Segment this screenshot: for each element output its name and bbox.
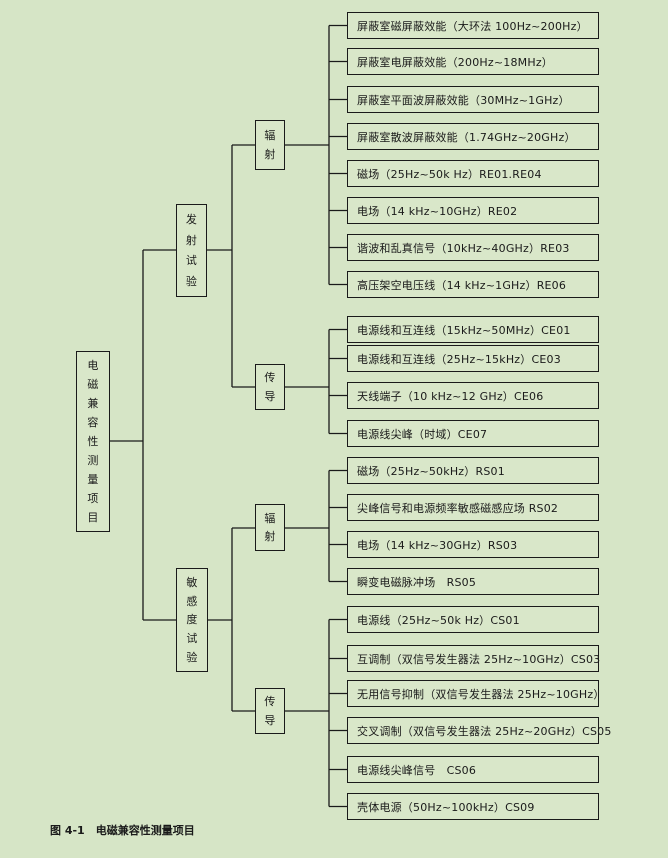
test-item: 互调制（双信号发生器法 25Hz~10GHz）CS03 — [347, 645, 600, 672]
test-item: 电源线（25Hz~50k Hz）CS01 — [347, 606, 599, 633]
node-label-char: 射 — [264, 530, 276, 544]
test-item: 高压架空电压线（14 kHz~1GHz）RE06 — [347, 271, 599, 298]
test-item: 电源线尖峰信号 CS06 — [347, 756, 599, 783]
node-label: 辐射 — [264, 505, 275, 550]
group-susceptibility-node: 敏感度试验 — [176, 568, 208, 672]
node-label-char: 性 — [87, 435, 99, 448]
node-label-char: 辐 — [264, 511, 276, 525]
sub-emission-radiated-node: 辐射 — [255, 120, 285, 170]
node-label-char: 感 — [186, 594, 198, 608]
node-label-char: 发 — [185, 213, 198, 227]
sub-susceptibility-radiated-node: 辐射 — [255, 504, 285, 551]
sub-emission-conducted-node: 传导 — [255, 364, 285, 410]
test-item: 谐波和乱真信号（10kHz~40GHz）RE03 — [347, 234, 599, 261]
group-emission-node: 发射试验 — [176, 204, 207, 297]
node-label-char: 测 — [87, 454, 99, 467]
test-item: 尖峰信号和电源频率敏感磁感应场 RS02 — [347, 494, 599, 521]
root-node: 电磁兼容性测量项目 — [76, 351, 110, 532]
node-label-char: 量 — [87, 473, 99, 486]
test-item: 电源线尖峰（时域）CE07 — [347, 420, 599, 447]
node-label-char: 射 — [185, 233, 198, 247]
node-label-char: 验 — [185, 274, 198, 288]
test-item: 电源线和互连线（25Hz~15kHz）CE03 — [347, 345, 599, 372]
figure-caption: 图 4-1 电磁兼容性测量项目 — [50, 824, 195, 837]
node-label-char: 试 — [185, 254, 198, 268]
test-item: 交叉调制（双信号发生器法 25Hz~20GHz）CS05 — [347, 717, 611, 744]
node-label-char: 电 — [87, 359, 99, 372]
test-item: 壳体电源（50Hz~100kHz）CS09 — [347, 793, 599, 820]
node-label-char: 兼 — [87, 397, 99, 410]
node-label-char: 传 — [264, 695, 276, 709]
test-item: 屏蔽室磁屏蔽效能（大环法 100Hz~200Hz） — [347, 12, 599, 39]
node-label: 电磁兼容性测量项目 — [87, 352, 98, 531]
node-label: 传导 — [264, 365, 275, 409]
node-label: 发射试验 — [186, 205, 197, 296]
test-item: 电源线和互连线（15kHz~50MHz）CE01 — [347, 316, 599, 343]
node-label-char: 敏 — [186, 575, 198, 589]
node-label-char: 容 — [87, 416, 99, 429]
test-item: 屏蔽室电屏蔽效能（200Hz~18MHz） — [347, 48, 599, 75]
test-item: 磁场（25Hz~50k Hz）RE01.RE04 — [347, 160, 599, 187]
node-label-char: 度 — [186, 613, 198, 627]
test-item: 电场（14 kHz~10GHz）RE02 — [347, 197, 599, 224]
test-item: 磁场（25Hz~50kHz）RS01 — [347, 457, 599, 484]
test-item: 电场（14 kHz~30GHz）RS03 — [347, 531, 599, 558]
node-label-char: 传 — [264, 371, 276, 385]
test-item: 瞬变电磁脉冲场 RS05 — [347, 568, 599, 595]
sub-susceptibility-conducted-node: 传导 — [255, 688, 285, 734]
node-label-char: 磁 — [87, 378, 99, 391]
node-label-char: 辐 — [264, 128, 276, 142]
node-label-char: 导 — [264, 713, 276, 727]
node-label-char: 试 — [186, 632, 198, 646]
node-label-char: 目 — [87, 511, 99, 524]
test-item: 天线端子（10 kHz~12 GHz）CE06 — [347, 382, 599, 409]
node-label-char: 导 — [264, 389, 276, 403]
node-label-char: 项 — [87, 492, 99, 505]
test-item: 屏蔽室平面波屏蔽效能（30MHz~1GHz） — [347, 86, 599, 113]
test-item: 屏蔽室散波屏蔽效能（1.74GHz~20GHz） — [347, 123, 599, 150]
node-label: 传导 — [264, 689, 275, 733]
node-label-char: 验 — [186, 651, 198, 665]
node-label: 敏感度试验 — [186, 569, 197, 671]
test-item: 无用信号抑制（双信号发生器法 25Hz~10GHz） — [347, 680, 604, 707]
node-label: 辐射 — [264, 121, 275, 169]
node-label-char: 射 — [264, 148, 276, 162]
